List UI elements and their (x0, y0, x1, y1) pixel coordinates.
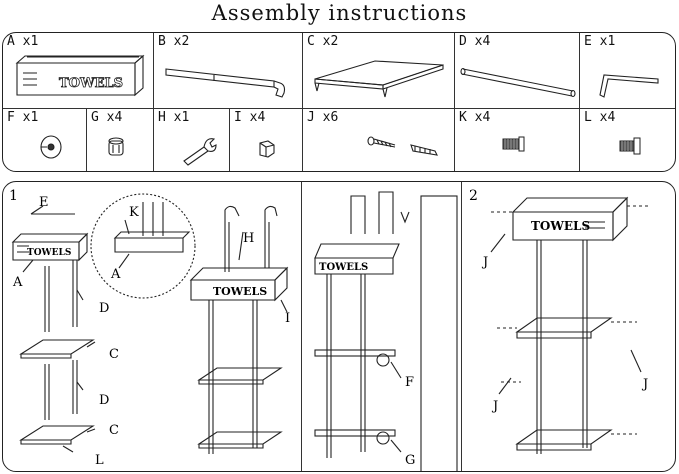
basket-text-hanging: TOWELS (213, 285, 267, 298)
part-h-label: H x1 (158, 110, 190, 125)
part-i-label: I x4 (234, 110, 266, 125)
part-cell-c: C x2 (303, 33, 455, 109)
callout-d-lower: D (99, 393, 109, 408)
part-cell-b: B x2 (154, 33, 303, 109)
callout-a: A (12, 275, 23, 290)
callout-c-lower: C (109, 423, 119, 438)
callout-a-zoom: A (110, 267, 121, 282)
part-cell-i: I x4 (230, 109, 303, 171)
callout-j-right: J (641, 377, 648, 392)
basket-text-small: TOWELS (27, 248, 71, 258)
hex-nut-drawing (259, 140, 275, 158)
wrench-drawing (183, 138, 217, 166)
part-e-label: E x1 (584, 34, 616, 49)
part-g-label: G x4 (91, 110, 123, 125)
part-cell-a: A x1 TOWELS (3, 33, 154, 109)
basket-text-door: TOWELS (319, 262, 368, 273)
basket-text: TOWELS (59, 76, 123, 91)
part-cell-e: E x1 (580, 33, 675, 109)
part-k-label: K x4 (459, 110, 491, 125)
step-1-diagram: 1 (9, 188, 290, 468)
step-divider-left (301, 182, 302, 471)
short-screw-drawing (619, 137, 641, 155)
hex-key-drawing (599, 74, 659, 98)
callout-g: G (405, 453, 415, 468)
part-cell-f: F x1 (3, 109, 87, 171)
step-2-number: 2 (469, 188, 478, 204)
callout-f: F (405, 375, 414, 390)
callout-k: K (129, 205, 139, 220)
shelf-plate-drawing (314, 60, 444, 98)
part-d-label: D x4 (459, 34, 491, 49)
machine-screw-drawing (502, 136, 525, 152)
part-c-label: C x2 (307, 34, 339, 49)
part-l-label: L x4 (584, 110, 616, 125)
rubber-cap-drawing (108, 137, 124, 156)
part-f-label: F x1 (7, 110, 39, 125)
callout-j-left: J (491, 399, 498, 414)
callout-e: E (39, 195, 49, 210)
callout-d-upper: D (99, 301, 109, 316)
callout-h: H (243, 231, 254, 246)
callout-i: I (285, 311, 290, 326)
assembly-steps-panel: 1 (2, 181, 676, 472)
towel-basket-drawing: TOWELS (15, 54, 145, 97)
tube-rod-drawing (460, 67, 576, 98)
callout-j-top: J (481, 255, 488, 270)
part-b-label: B x2 (158, 34, 190, 49)
page-title: Assembly instructions (211, 1, 468, 25)
parts-list-panel: A x1 TOWELS B x2 C x2 (2, 32, 676, 172)
part-cell-h: H x1 (154, 109, 230, 171)
step-divider-right (461, 182, 462, 471)
step-2-diagram: 2 J J J TOWELS (469, 188, 651, 454)
basket-text-step2: TOWELS (531, 219, 590, 233)
part-a-label: A x1 (7, 34, 39, 49)
part-cell-l: L x4 (580, 109, 675, 171)
part-cell-j: J x6 (303, 109, 455, 171)
step-door-mount-diagram: F G TOWELS (314, 191, 458, 471)
part-cell-g: G x4 (87, 109, 154, 171)
callout-c-upper: C (109, 347, 119, 362)
part-cell-k: K x4 (455, 109, 580, 171)
suction-cup-drawing (40, 135, 62, 159)
screw-and-anchor-drawing (367, 136, 438, 156)
step-1-number: 1 (9, 188, 18, 204)
callout-l: L (95, 453, 104, 468)
part-j-label: J x6 (307, 110, 339, 125)
hanger-bar-drawing (165, 68, 286, 98)
part-cell-d: D x4 (455, 33, 580, 109)
